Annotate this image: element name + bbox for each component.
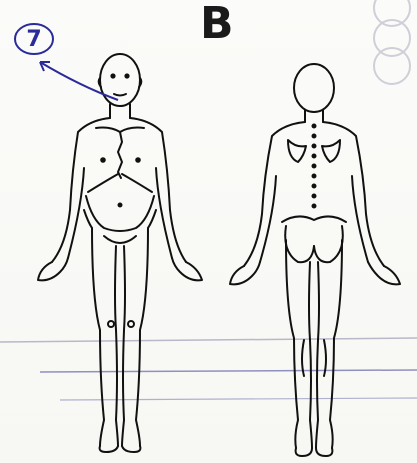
- annotation-number: 7: [14, 22, 54, 56]
- front-body-figure: [38, 54, 202, 452]
- panel-label: B: [200, 2, 234, 46]
- back-body-figure: [230, 64, 400, 456]
